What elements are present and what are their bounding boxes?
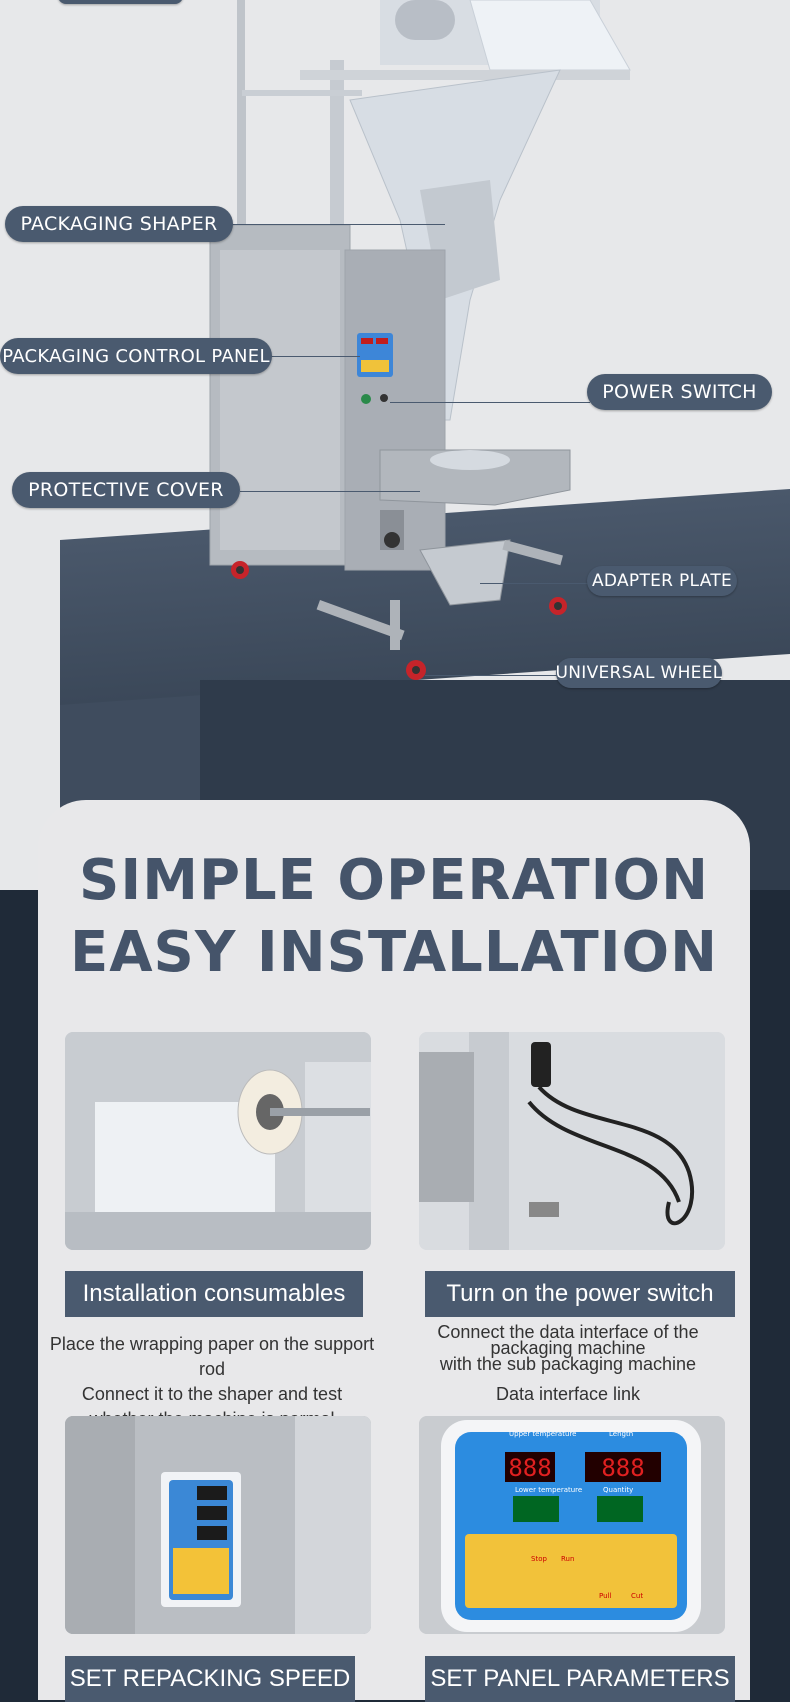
length-display: 888 xyxy=(601,1454,644,1482)
caption-installation-consumables: Installation consumables xyxy=(65,1271,363,1317)
desc-line: Place the wrapping paper on the support … xyxy=(49,1334,375,1379)
title-line-1: SIMPLE OPERATION xyxy=(79,848,709,913)
caption-power-switch: Turn on the power switch xyxy=(425,1271,735,1317)
callout-packaging-shaper: PACKAGING SHAPER xyxy=(5,206,233,242)
callout-adapter-plate: ADAPTER PLATE xyxy=(587,566,737,596)
desc-line: Connect it to the shaper and test xyxy=(81,1384,343,1404)
callout-top-partial xyxy=(58,0,183,4)
callout-universal-wheel: UNIVERSAL WHEEL xyxy=(556,658,722,688)
leader-line-power-switch xyxy=(390,402,590,403)
label-pull: Pull xyxy=(599,1592,611,1600)
description-power: Connect the data interface of the packag… xyxy=(398,1322,738,1404)
desc-line: with the sub packaging machine xyxy=(439,1354,697,1374)
upper-temp-display: 888 xyxy=(508,1454,551,1482)
desc-line: Connect the data interface of the xyxy=(437,1322,699,1342)
desc-line: Data interface link xyxy=(495,1384,641,1404)
desc-line: packaging machine xyxy=(490,1338,646,1358)
label-run: Run xyxy=(561,1555,574,1563)
leader-line-shaper xyxy=(230,224,445,225)
title-line-2: EASY INSTALLATION xyxy=(69,920,719,985)
label-length: Length xyxy=(609,1430,633,1438)
leader-line-cover xyxy=(240,491,420,492)
power-cable-photo xyxy=(419,1032,725,1250)
film-roll-photo xyxy=(65,1032,371,1250)
callout-control-panel: PACKAGING CONTROL PANEL xyxy=(0,338,272,374)
label-upper-temperature: Upper temperature xyxy=(509,1430,576,1438)
callout-protective-cover: PROTECTIVE COVER xyxy=(12,472,240,508)
packaging-machine-illustration xyxy=(209,0,631,680)
leader-line-wheel xyxy=(425,675,560,676)
label-stop: Stop xyxy=(531,1555,547,1563)
label-lower-temperature: Lower temperature xyxy=(515,1486,582,1494)
caption-set-repacking-speed: SET REPACKING SPEED xyxy=(65,1656,355,1702)
hero-section: PACKAGING SHAPER PACKAGING CONTROL PANEL… xyxy=(0,0,790,890)
control-panel-photo: 888 888 Upper temperature Length Lower t… xyxy=(419,1416,725,1634)
leader-line-control-panel xyxy=(270,356,360,357)
caption-set-panel-parameters: SET PANEL PARAMETERS xyxy=(425,1656,735,1702)
callout-power-switch: POWER SWITCH xyxy=(587,374,772,410)
label-cut: Cut xyxy=(631,1592,643,1600)
leader-line-adapter xyxy=(480,583,590,584)
label-quantity: Quantity xyxy=(603,1486,633,1494)
operation-card: SIMPLE OPERATION EASY INSTALLATION Insta… xyxy=(38,800,750,1702)
machine-panel-photo xyxy=(65,1416,371,1634)
